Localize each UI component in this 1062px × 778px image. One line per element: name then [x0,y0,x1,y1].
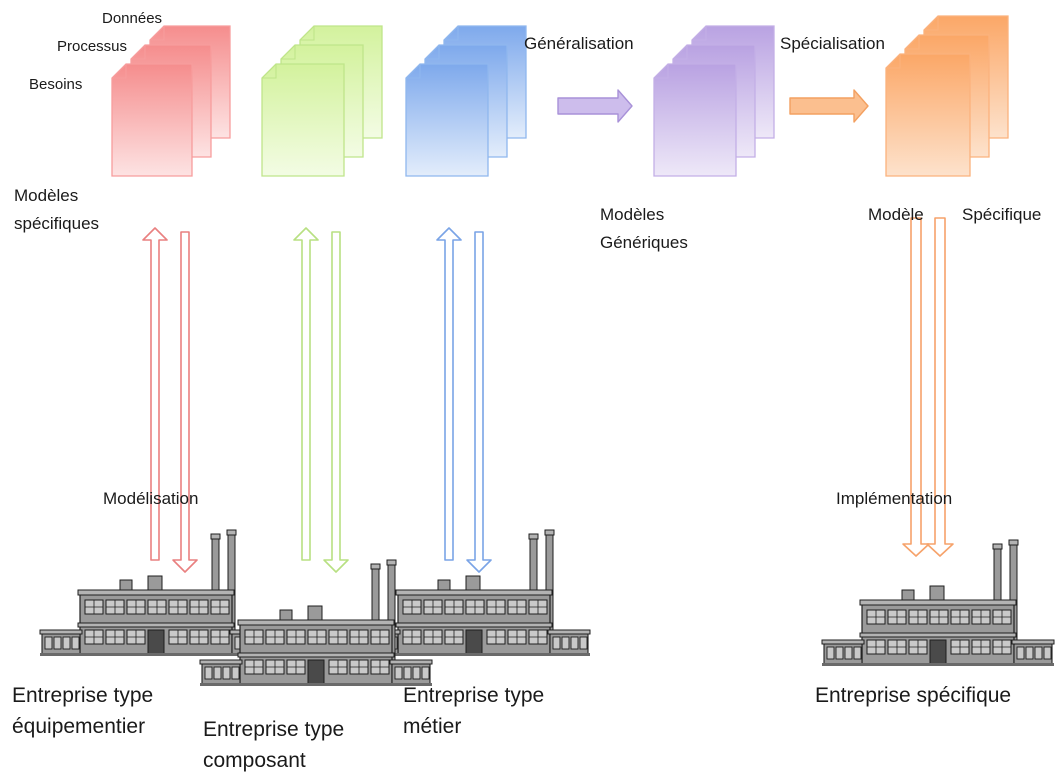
doc-stack-purple [653,25,775,177]
arrow-up-blue [436,227,462,561]
doc-stack-blue-page-3 [405,63,489,177]
label-modele: Modèle [868,205,924,224]
label-besoins: Besoins [29,76,83,93]
arrow-down-red [172,231,198,573]
label-generalisation: Généralisation [524,34,634,53]
arrow-down-orange-right [926,217,954,557]
doc-stack-red [111,25,231,177]
arrow-specialisation [789,89,869,123]
label-modeles-specifiques-1: Modèles [14,186,79,205]
factory-equipementier-door [147,629,165,655]
arrow-down-blue [466,231,492,573]
label-entreprise-equipementier-2: équipementier [12,715,146,738]
label-processus: Processus [57,38,128,55]
label-modeles-generiques-2: Génériques [600,233,688,252]
doc-stack-orange-page-3 [885,53,971,177]
factory-composant [199,559,433,686]
label-entreprise-composant-1: Entreprise type [203,718,345,741]
factory-metier-door [465,629,483,655]
label-entreprise-composant-2: composant [203,749,306,772]
factory-specifique-door [929,639,947,665]
label-specifique: Spécifique [962,205,1042,224]
arrow-up-green [293,227,319,561]
label-modelisation: Modélisation [103,489,199,508]
factory-composant-door [307,659,325,685]
arrow-up-red [142,227,168,561]
label-entreprise-metier-2: métier [403,715,462,738]
doc-stack-red-page-3 [111,63,193,177]
doc-stack-orange [885,15,1009,177]
label-modeles-specifiques-2: spécifiques [14,214,100,233]
label-donnees: Données [102,10,163,27]
doc-stack-blue [405,25,527,177]
arrow-generalisation [557,89,633,123]
factory-specifique [821,539,1055,666]
label-modeles-generiques-1: Modèles [600,205,665,224]
label-entreprise-metier-1: Entreprise type [403,684,545,707]
arrow-down-green [323,231,349,573]
doc-stack-purple-page-3 [653,63,737,177]
doc-stack-green [261,25,383,177]
arrow-down-orange-left [902,217,930,557]
label-implementation: Implémentation [836,489,953,508]
label-entreprise-equipementier-1: Entreprise type [12,684,154,707]
doc-stack-green-page-3 [261,63,345,177]
label-specialisation: Spécialisation [780,34,885,53]
label-entreprise-specifique: Entreprise spécifique [815,684,1012,707]
